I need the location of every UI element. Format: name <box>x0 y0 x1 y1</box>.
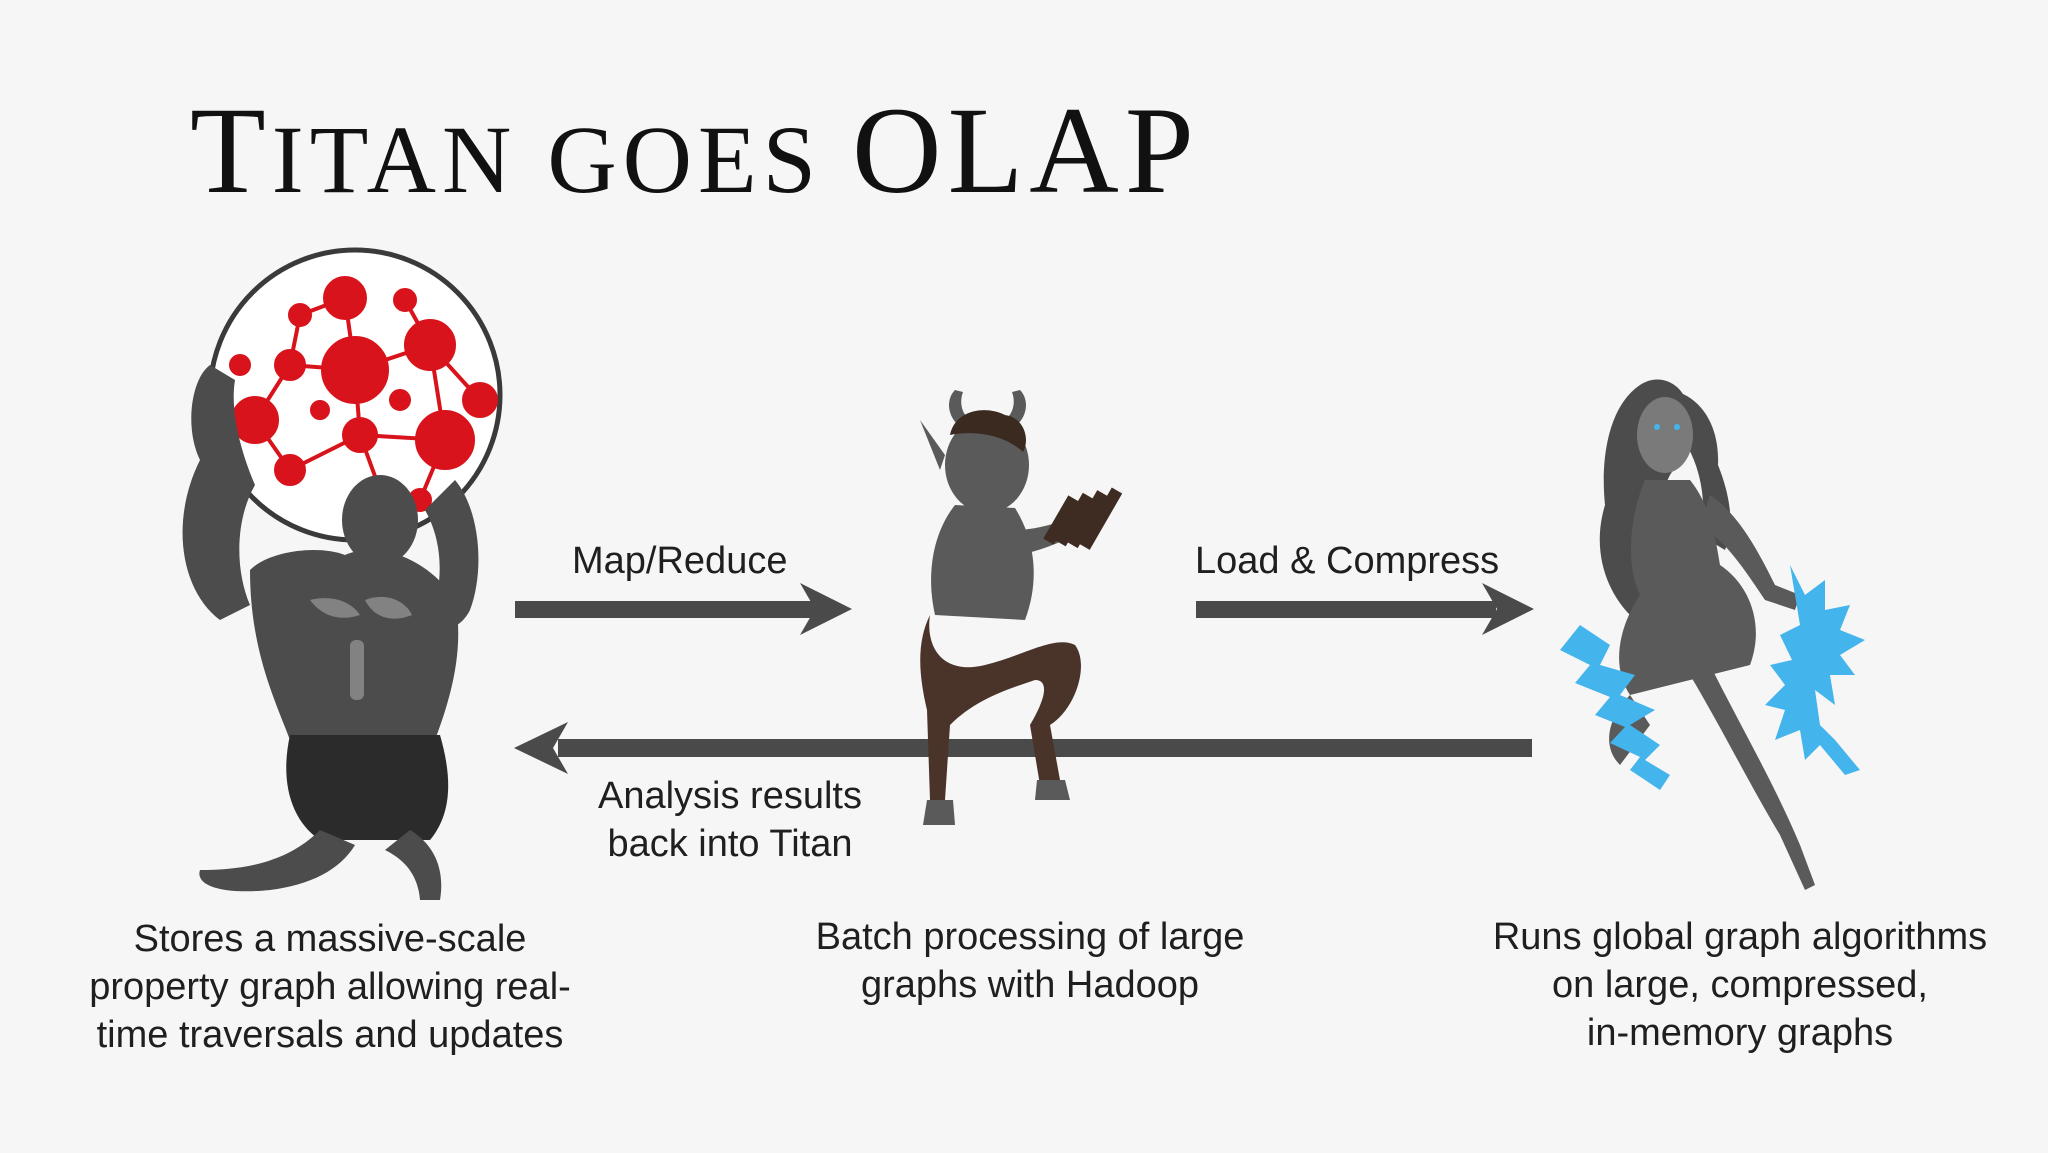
titan-caption-line1: Stores a massive-scale <box>133 918 527 960</box>
pan-pipes-icon <box>1043 487 1123 550</box>
fulgora-goddess-figure <box>1560 379 1865 890</box>
faunus-faun-figure <box>920 390 1123 825</box>
faun-legs <box>920 615 1081 825</box>
analysis-label-line1: Analysis results <box>598 775 862 817</box>
titan-atlas-figure <box>182 247 503 900</box>
titan-caption: Stores a massive-scale property graph al… <box>60 915 600 1059</box>
analysis-results-label: Analysis results back into Titan <box>598 772 862 868</box>
lightning-right-icon <box>1765 565 1865 775</box>
fulgora-caption-line1: Runs global graph algorithms <box>1492 916 1988 958</box>
titan-caption-line3: time traversals and updates <box>96 1014 564 1056</box>
analysis-label-line2: back into Titan <box>607 823 853 865</box>
load-compress-arrow <box>1196 583 1534 635</box>
atlas-highlights <box>310 596 412 700</box>
graph-network-icon <box>229 276 498 512</box>
map-reduce-arrow <box>515 583 852 635</box>
faunus-caption-line2: graphs with Hadoop <box>861 964 1199 1006</box>
map-reduce-label: Map/Reduce <box>572 540 788 582</box>
fulgora-caption-line3: in-memory graphs <box>1586 1012 1894 1054</box>
fulgora-caption: Runs global graph algorithms on large, c… <box>1480 913 2000 1057</box>
title-olap: OLAP <box>852 82 1200 219</box>
faunus-caption: Batch processing of large graphs with Ha… <box>780 913 1280 1009</box>
atlas-body <box>182 365 479 900</box>
fulgora-caption-line2: on large, compressed, <box>1552 964 1928 1006</box>
title-initial: T <box>190 82 272 219</box>
faunus-caption-line1: Batch processing of large <box>815 916 1245 958</box>
title-middle: ITAN GOES <box>271 106 853 213</box>
lightning-left-icon <box>1560 625 1670 790</box>
load-compress-label: Load & Compress <box>1195 540 1500 582</box>
page-title: TITAN GOES OLAP <box>190 80 1200 222</box>
titan-caption-line2: property graph allowing real- <box>89 966 571 1008</box>
